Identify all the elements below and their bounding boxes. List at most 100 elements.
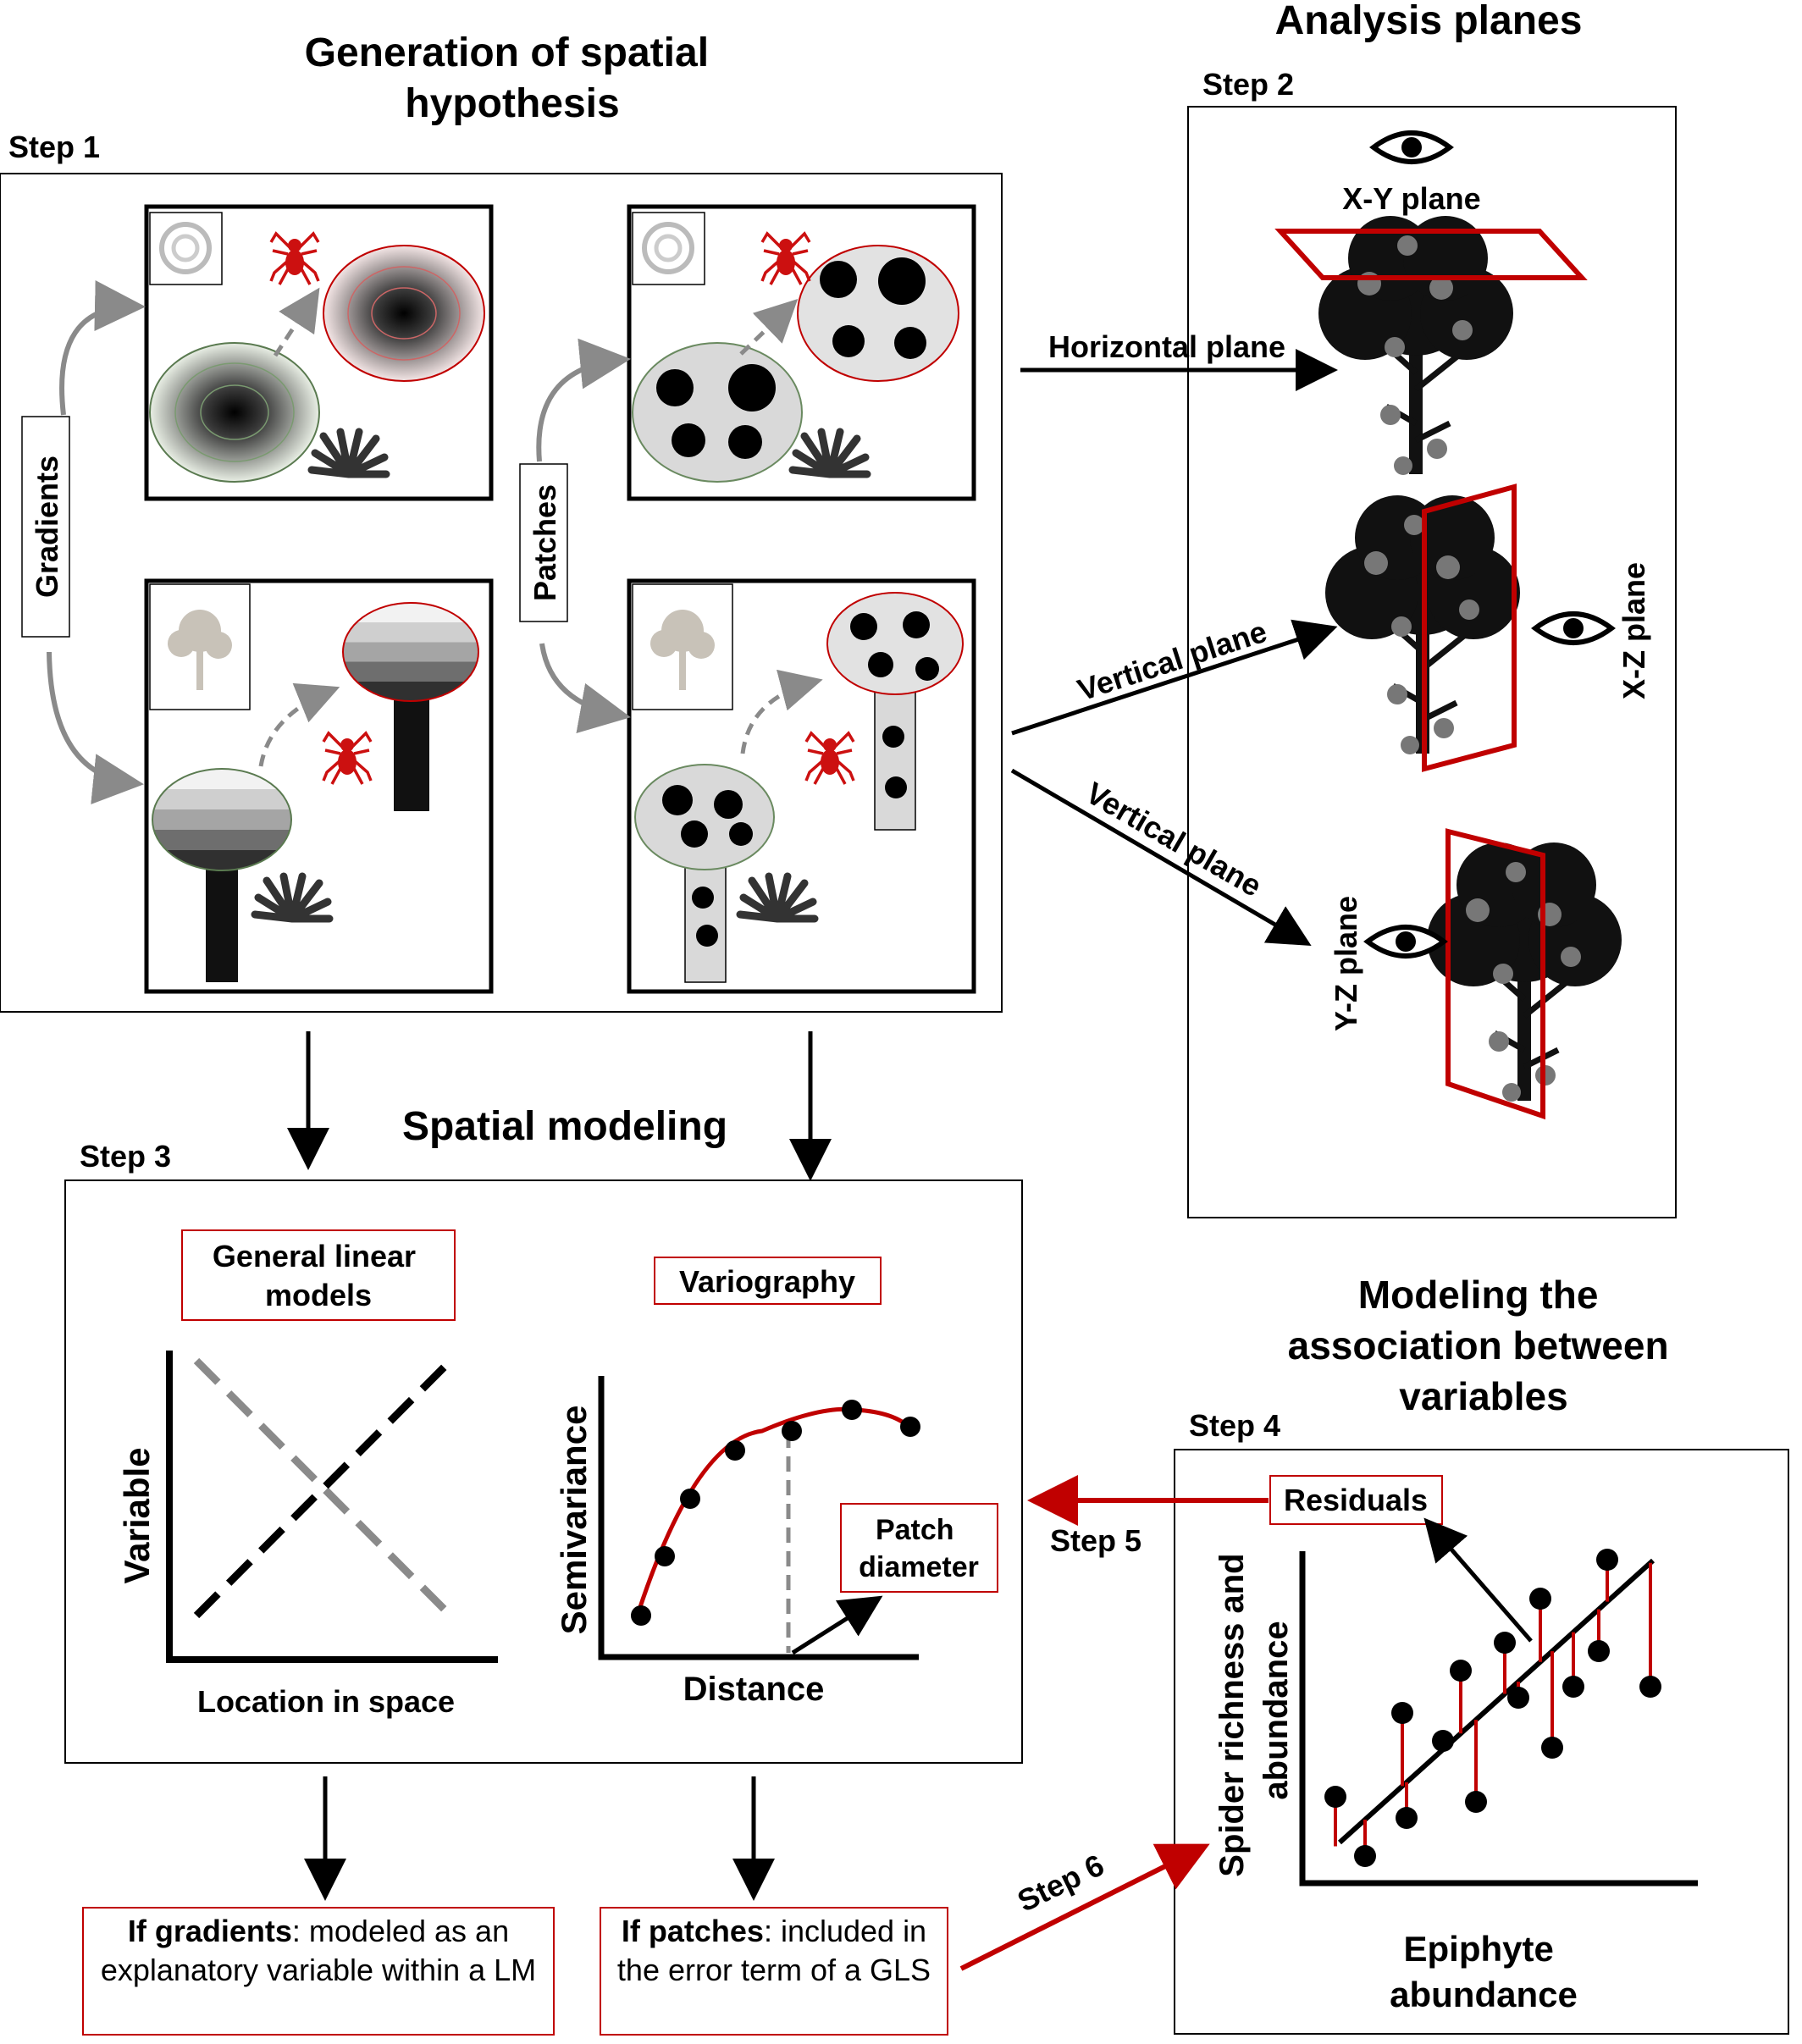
- generation-title: Generation of spatial hypothesis: [305, 30, 721, 126]
- residuals-label: Residuals: [1284, 1483, 1428, 1517]
- step4-label: Step 4: [1189, 1408, 1280, 1443]
- step3-label: Step 3: [80, 1139, 171, 1174]
- eye-icon-xy: [1374, 133, 1450, 162]
- patch-tree-red: [826, 592, 964, 831]
- variogram-point: [725, 1440, 745, 1461]
- variography-title: Variography: [679, 1264, 855, 1299]
- residuals-box: [1269, 1475, 1443, 1525]
- gradients-label: Gradients: [30, 456, 64, 598]
- association-xlabel: Epiphyte abundance: [1390, 1929, 1578, 2014]
- dashed-transfer-arrow-3: [258, 682, 340, 767]
- vertical-plane-arrow-2: [1010, 768, 1312, 947]
- gradient-tree-banded: [152, 768, 292, 982]
- scatter-points: [1324, 1549, 1661, 1867]
- patch-diameter-box: [840, 1503, 998, 1593]
- gradients-curved-arrow-lower: [47, 651, 144, 804]
- patches-label: Patches: [528, 484, 562, 601]
- patch-canopy-red: [797, 245, 959, 382]
- glm-ylabel: Variable: [117, 1447, 157, 1583]
- gradients-outcome-bold: If gradients: [127, 1914, 292, 1948]
- tree-thumbnail-icon: [149, 583, 251, 710]
- patch-diameter-label: Patch diameter: [859, 1514, 979, 1583]
- shrub-thumbnail-icon: [149, 212, 223, 285]
- scatter-point: [1396, 1807, 1418, 1829]
- assoc-l1: Modeling the: [1358, 1273, 1599, 1317]
- glm-decreasing-line: [193, 1357, 454, 1619]
- patch-canopy-gray: [632, 342, 803, 483]
- scatter-point: [1596, 1549, 1618, 1571]
- scatter-point: [1391, 1702, 1413, 1724]
- scatter-point: [1507, 1687, 1529, 1709]
- scatter-point: [1588, 1640, 1610, 1662]
- spatial-modeling-title: Spatial modeling: [402, 1104, 727, 1149]
- step4-panel: [1174, 1449, 1789, 2035]
- variography-title-box: [654, 1257, 882, 1305]
- patches-outcome-box: If patches: included in the error term o…: [600, 1907, 948, 2036]
- association-ylabel: Spider richness and abundance: [1213, 1544, 1295, 1876]
- shrub-thumbnail-icon-2: [632, 212, 705, 285]
- glm-xlabel: Location in space: [197, 1684, 455, 1719]
- glm-increasing-line: [193, 1357, 454, 1619]
- scatter-point: [1465, 1791, 1487, 1813]
- pd-l1: Patch: [876, 1514, 954, 1546]
- vertical-plane-arrow-1: [1011, 619, 1338, 736]
- variogram-point: [900, 1417, 920, 1437]
- analysis-title: Analysis planes: [1275, 0, 1583, 43]
- variogram-point: [655, 1546, 675, 1566]
- glm-l1: General linear: [213, 1239, 416, 1273]
- assoc-y1: Spider richness and: [1213, 1553, 1251, 1876]
- xz-plane-rect: [1422, 483, 1517, 772]
- variogram-point: [782, 1421, 802, 1441]
- patches-label-box: [519, 463, 568, 622]
- xz-plane-label: X-Z plane: [1617, 562, 1651, 699]
- regression-line: [1337, 1558, 1656, 1845]
- scatter-point: [1494, 1632, 1516, 1654]
- gradients-outcome-box: If gradients: modeled as an explanatory …: [82, 1907, 555, 2036]
- scatter-point: [1639, 1676, 1661, 1698]
- yz-plane-rect: [1445, 828, 1545, 1120]
- glm-title: General linear models: [213, 1239, 424, 1312]
- residuals-pointer-arrow: [1423, 1517, 1533, 1643]
- scatter-point: [1432, 1730, 1454, 1752]
- variography-ylabel: Semivariance: [554, 1406, 594, 1635]
- xy-plane-rect: [1274, 229, 1588, 280]
- variogram-point: [631, 1605, 651, 1626]
- gen-l2: hypothesis: [405, 81, 619, 126]
- horizontal-plane-label: Horizontal plane: [1048, 329, 1285, 364]
- patches-outcome-text: : included in the error term of a GLS: [616, 1914, 931, 1987]
- xy-plane-label: X-Y plane: [1342, 181, 1480, 216]
- scatter-point: [1562, 1676, 1584, 1698]
- gen-l1: Generation of spatial: [305, 30, 709, 75]
- step5-label: Step 5: [1050, 1523, 1141, 1558]
- scatter-point: [1354, 1845, 1376, 1867]
- glm-plot: [166, 1351, 498, 1663]
- gradient-tree-banded-red: [342, 602, 479, 811]
- eye-icon-yz: [1368, 927, 1444, 956]
- gradients-curved-arrow: [59, 280, 146, 416]
- variogram-point: [680, 1489, 700, 1509]
- gradients-outcome-text: : modeled as an explanatory variable wit…: [100, 1914, 537, 1987]
- tree-thumbnail-icon-2: [632, 583, 733, 710]
- patches-curved-arrow-lower: [539, 643, 631, 733]
- gradient-canopy-green: [149, 342, 320, 483]
- glm-l2: models: [265, 1278, 372, 1312]
- yz-plane-label: Y-Z plane: [1329, 896, 1363, 1031]
- assoc-l3: variables: [1399, 1374, 1567, 1418]
- variogram-plot: [598, 1376, 919, 1660]
- patches-outcome-bold: If patches: [621, 1914, 764, 1948]
- glm-title-box: [181, 1229, 456, 1321]
- patches-curved-arrow: [536, 338, 631, 462]
- pd-l2: diameter: [859, 1551, 979, 1583]
- patch-tree-gray: [634, 764, 775, 983]
- patch-diameter-arrow: [791, 1595, 883, 1655]
- dashed-transfer-arrow-2: [739, 299, 799, 356]
- gradient-canopy-red: [323, 245, 485, 382]
- scatter-point: [1529, 1588, 1551, 1610]
- variography-xlabel: Distance: [683, 1671, 825, 1708]
- step6-label: Step 6: [1012, 1848, 1109, 1919]
- gradients-label-box: [21, 416, 70, 638]
- scatter-point: [1324, 1786, 1346, 1808]
- assoc-y2: abundance: [1258, 1621, 1295, 1799]
- step2-label: Step 2: [1202, 67, 1294, 102]
